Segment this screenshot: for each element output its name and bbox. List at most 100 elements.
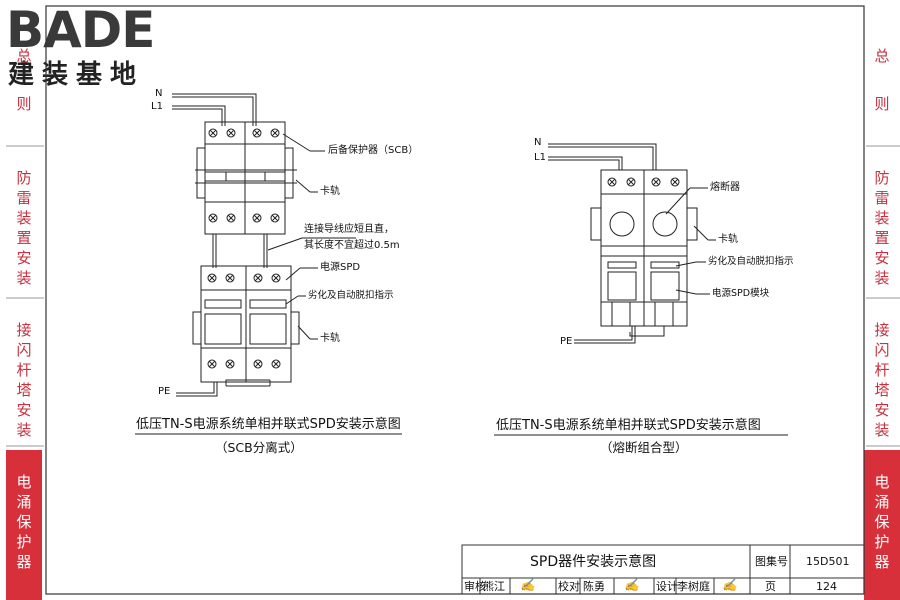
side-tab-general[interactable]: 总则 <box>6 40 42 144</box>
label-n-right: N <box>534 137 542 148</box>
terminal-screw <box>253 359 263 369</box>
terminal-screw <box>225 359 235 369</box>
side-tab-char: 置 <box>874 229 890 247</box>
caption-title-right: 低压TN-S电源系统单相并联式SPD安装示意图 <box>496 418 761 433</box>
proof-label: 校对 <box>558 580 580 593</box>
terminal-screw <box>670 177 680 187</box>
terminal-screw <box>626 177 636 187</box>
side-tab-char: 涌 <box>874 493 890 511</box>
side-tab-char: 电 <box>874 473 890 491</box>
label-indicator-right: 劣化及自动脱扣指示 <box>708 256 794 267</box>
reviewer-name: 熊江 <box>483 580 505 593</box>
side-tab-char: 则 <box>874 95 890 113</box>
label-l1-right: L1 <box>534 152 546 163</box>
label-rail-bottom: 卡轨 <box>320 333 340 344</box>
terminal-screw <box>271 273 281 283</box>
review-label: 审核 <box>464 580 486 593</box>
label-scb: 后备保护器（SCB） <box>328 145 419 156</box>
side-tab-surge[interactable]: 电涌保护器 <box>6 450 42 600</box>
side-tab-char: 装 <box>874 421 890 439</box>
logo-wordmark: BADE <box>6 1 155 59</box>
diagram-left-scb <box>135 93 402 435</box>
side-tabs-left: 总则防雷装置安装接闪杆塔安装电涌保护器 <box>6 0 42 600</box>
side-tab-char: 装 <box>16 269 32 287</box>
atlas-label: 图集号 <box>755 555 788 568</box>
page-label: 页 <box>765 580 776 593</box>
side-tab-char: 杆 <box>874 361 890 379</box>
side-tab-char: 护 <box>16 533 32 551</box>
terminal-screw <box>226 213 236 223</box>
terminal-screws-right <box>607 177 680 187</box>
side-tab-char: 保 <box>874 513 890 531</box>
terminal-screws-left <box>207 128 281 369</box>
caption-sub-left: （SCB分离式） <box>215 440 303 455</box>
side-tab-char: 雷 <box>874 189 890 207</box>
side-tab-char: 装 <box>874 209 890 227</box>
side-tab-char: 安 <box>16 401 32 419</box>
side-tabs-right: 总则防雷装置安装接闪杆塔安装电涌保护器 <box>864 0 900 600</box>
designer-signature: ✍ <box>722 578 737 592</box>
sheet-frame <box>45 5 865 595</box>
terminal-screw <box>271 359 281 369</box>
sheet-title: SPD器件安装示意图 <box>530 554 657 570</box>
side-tab-surge[interactable]: 电涌保护器 <box>864 450 900 600</box>
side-tab-char: 安 <box>874 249 890 267</box>
side-tab-char: 涌 <box>16 493 32 511</box>
side-tab-rod[interactable]: 接闪杆塔安装 <box>6 316 42 442</box>
terminal-screw <box>207 359 217 369</box>
side-tab-char: 接 <box>874 321 890 339</box>
designer-name: 李树庭 <box>677 580 710 593</box>
proofer-signature: ✍ <box>624 578 639 592</box>
label-l1-left: L1 <box>151 101 163 112</box>
side-tab-char: 器 <box>874 553 890 571</box>
side-tab-char: 防 <box>16 169 32 187</box>
side-tab-char: 雷 <box>16 189 32 207</box>
side-tab-char: 杆 <box>16 361 32 379</box>
side-tab-char: 器 <box>16 553 32 571</box>
terminal-screw <box>208 128 218 138</box>
side-tab-char: 电 <box>16 473 32 491</box>
label-n-left: N <box>155 88 163 99</box>
proofer-name: 陈勇 <box>583 580 605 593</box>
design-label: 设计 <box>656 580 678 593</box>
side-tab-char: 装 <box>16 209 32 227</box>
label-fuse: 熔断器 <box>710 182 740 193</box>
side-tab-char: 置 <box>16 229 32 247</box>
side-tab-char: 装 <box>16 421 32 439</box>
label-wire-note-1: 连接导线应短且直， <box>304 224 394 235</box>
side-tab-char: 总 <box>874 47 890 65</box>
label-pe-left: PE <box>158 386 171 397</box>
side-tab-rod[interactable]: 接闪杆塔安装 <box>864 316 900 442</box>
atlas-number: 15D501 <box>806 555 850 568</box>
side-tab-char: 保 <box>16 513 32 531</box>
side-tab-general[interactable]: 总则 <box>864 40 900 144</box>
caption-title-left: 低压TN-S电源系统单相并联式SPD安装示意图 <box>136 417 401 432</box>
caption-sub-right: （熔断组合型） <box>600 440 688 455</box>
side-tab-char: 闪 <box>16 341 32 359</box>
terminal-screw <box>607 177 617 187</box>
side-tab-char: 塔 <box>874 381 890 399</box>
label-rail-top: 卡轨 <box>320 186 340 197</box>
terminal-screw <box>208 213 218 223</box>
side-tab-lightning[interactable]: 防雷装置安装 <box>6 164 42 292</box>
title-block <box>461 544 865 595</box>
terminal-screw <box>252 213 262 223</box>
side-tab-char: 安 <box>874 401 890 419</box>
label-wire-note-2: 其长度不宜超过0.5m <box>304 240 400 251</box>
label-rail-right: 卡轨 <box>718 234 738 245</box>
side-tab-char: 闪 <box>874 341 890 359</box>
side-tab-char: 安 <box>16 249 32 267</box>
terminal-screw <box>270 213 280 223</box>
page-number: 124 <box>816 580 837 593</box>
label-module: 电源SPD模块 <box>712 288 770 299</box>
side-tab-char: 防 <box>874 169 890 187</box>
side-tab-char: 总 <box>16 47 32 65</box>
side-tab-lightning[interactable]: 防雷装置安装 <box>864 164 900 292</box>
label-pe-right: PE <box>560 336 573 347</box>
terminal-screw <box>207 273 217 283</box>
label-spd: 电源SPD <box>320 262 361 273</box>
side-tab-char: 塔 <box>16 381 32 399</box>
terminal-screw <box>225 273 235 283</box>
